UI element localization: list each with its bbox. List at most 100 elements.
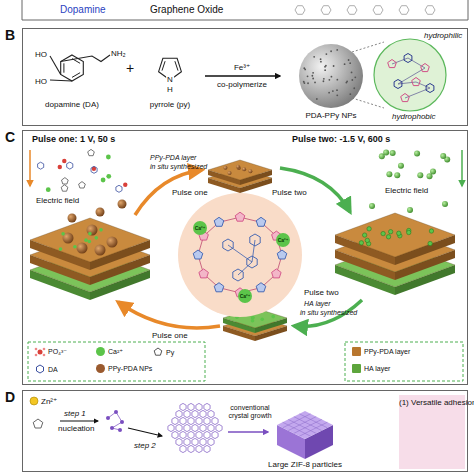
bond [61,55,110,62]
crystal-grid [283,422,311,436]
annotation: Pulse one [172,188,208,197]
ion-dot [407,230,411,234]
legend-item: PPy-PDA layer [352,347,410,356]
pyrrole-molecule [62,178,69,184]
nanoparticle [77,243,88,254]
ion-label: Ca²⁺ [238,289,252,303]
nanoparticle [223,166,227,170]
ion-dot [88,232,92,236]
polymer-chain [392,58,430,98]
annotation: step 1 [64,409,86,418]
layer-top [208,160,272,180]
speckle [312,78,314,80]
zinc-ion [30,397,38,405]
speckle [312,72,314,74]
legend-text: HA layer [364,365,390,372]
calcium-ion [407,207,413,213]
ion-dot [88,240,92,244]
layer-top [30,218,150,262]
speckle [323,78,325,80]
lattice-cell [196,445,202,452]
speckle [346,81,348,83]
lattice-cell [168,424,174,431]
lattice-cell [196,417,202,424]
graphene-ring [373,6,383,15]
nanoparticle [87,225,98,236]
calcium-ion [440,153,446,159]
annotation: Graphene Oxide [150,4,223,16]
graphene-ring [347,6,357,15]
speckle [354,76,356,78]
sphere [299,44,363,108]
speckle [349,62,351,64]
speckle [349,93,351,95]
speckle [330,50,332,52]
annotation: Pulse two: -1.5 V, 600 s [292,134,390,144]
lattice-cell [184,424,190,431]
double-bond [72,73,80,78]
legend-text: PO₄³⁻ [48,348,67,356]
speckle [320,58,322,60]
particle-node: PDA-PPy NPs [298,43,364,109]
ion-dot [61,232,65,236]
node-label: (1) Versatile adhesion [399,398,465,407]
nanoparticle [236,165,240,169]
annotation: dopamine (DA) [45,100,99,109]
crystal-grid [283,414,311,428]
legend-box [28,342,205,381]
bond [50,56,61,75]
monomer-ring [412,78,421,86]
graphene-ring [425,6,435,15]
speckle [324,69,326,71]
monomer-ring [256,217,266,226]
annotation: Fe³⁺ [234,63,250,72]
monomer-ring [235,212,245,221]
annotation: H [167,85,173,94]
graphene-ring [399,6,409,15]
monomer-ring [388,60,397,68]
polymer-chain [198,217,282,293]
speckle [313,56,315,58]
panel-letter: C [5,129,15,145]
lattice-cell [192,410,198,417]
ion-dot [251,316,255,320]
pyrrole-molecule [88,149,95,155]
speckle [336,79,338,81]
speckle [303,81,305,83]
dopamine-molecule [38,162,44,169]
lattice-cell [180,417,186,424]
lattice-cell [208,424,214,431]
pyrrole-molecule [79,182,86,188]
speckle [348,59,350,61]
lattice-cell [176,424,182,431]
annotation: N [166,75,174,84]
ion-dot [359,241,363,245]
ion-dot [429,229,433,233]
monomer-ring [277,250,287,259]
lattice-cell [184,438,190,445]
speckle [336,49,338,51]
monomer-ring [214,283,224,292]
annotation: step 2 [134,441,156,450]
legend-text: Py [166,349,174,356]
speckle [351,72,353,74]
legend-symbol [34,364,46,374]
lattice-cell [208,438,214,445]
lattice-cell [180,403,186,410]
annotation: NH₂ [111,49,126,58]
lattice-cell [188,431,194,438]
crystal-grid [294,419,322,433]
double-bond [162,61,165,70]
zoom-circle [374,39,446,111]
lattice-cell [196,431,202,438]
crystal-grid [288,419,316,433]
molecule-symbol [154,348,162,355]
annotation: hydrophobic [392,112,436,121]
monomer-ring [421,64,430,72]
phosphate-ion [123,182,127,186]
speckle [336,94,338,96]
crystal-face [277,411,333,439]
legend-text: PPy-PDA NPs [108,365,152,372]
speckle [307,82,309,84]
